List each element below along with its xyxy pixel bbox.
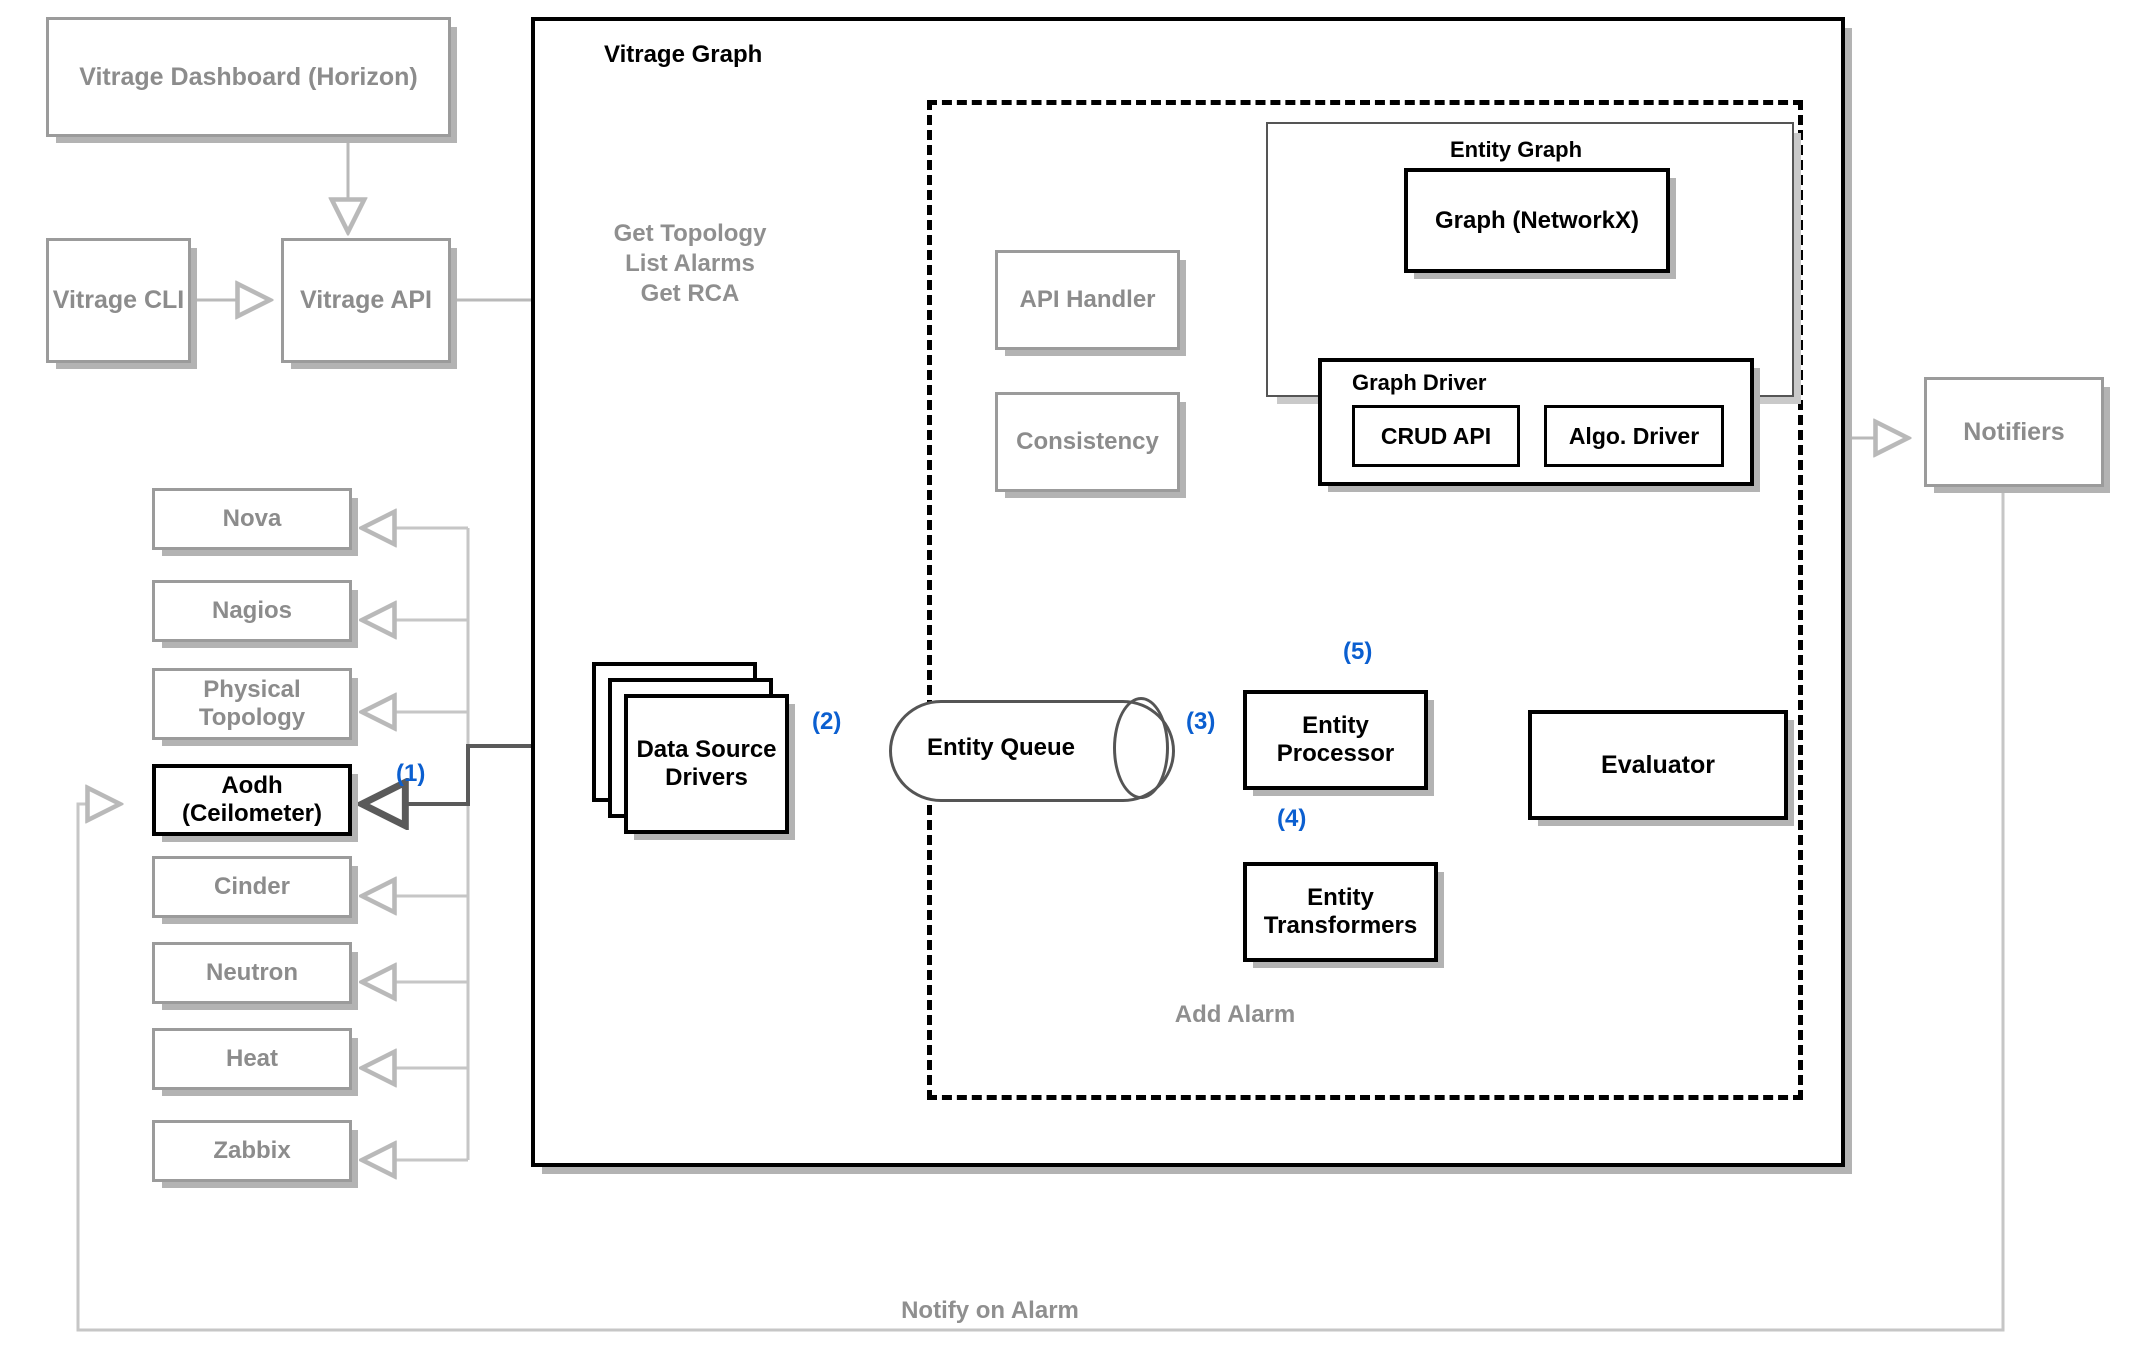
- queue-cap: [1113, 697, 1169, 799]
- step-3-label: (3): [1186, 708, 1216, 735]
- data-source-nova-box[interactable]: Nova: [152, 488, 352, 550]
- evaluator-box[interactable]: Evaluator: [1528, 710, 1788, 820]
- data-source-drivers-box[interactable]: Data Source Drivers: [624, 694, 789, 834]
- data-source-label: Neutron: [206, 959, 298, 987]
- notify-on-alarm-label: Notify on Alarm: [901, 1297, 1079, 1324]
- graph-networkx-label: Graph (NetworkX): [1434, 206, 1640, 234]
- vitrage-dashboard-label: Vitrage Dashboard (Horizon): [79, 62, 418, 91]
- graph-networkx-box[interactable]: Graph (NetworkX): [1404, 168, 1670, 273]
- data-source-zabbix-box[interactable]: Zabbix: [152, 1120, 352, 1182]
- data-source-label: Cinder: [213, 873, 290, 901]
- api-handler-box[interactable]: API Handler: [995, 250, 1180, 350]
- vitrage-api-label: Vitrage API: [300, 286, 432, 315]
- crud-api-label: CRUD API: [1380, 422, 1492, 449]
- algo-driver-label: Algo. Driver: [1568, 422, 1700, 449]
- add-alarm-label: Add Alarm: [1174, 1001, 1296, 1028]
- api-handler-label: API Handler: [1019, 286, 1156, 314]
- data-source-label: Physical Topology: [198, 676, 306, 731]
- data-source-cinder-box[interactable]: Cinder: [152, 856, 352, 918]
- consistency-label: Consistency: [1016, 428, 1159, 456]
- step-2-label: (2): [812, 708, 842, 735]
- data-source-drivers-stack[interactable]: Data Source Drivers: [592, 662, 792, 834]
- data-source-aodh-box[interactable]: Aodh (Ceilometer): [152, 764, 352, 836]
- data-source-label: Heat: [225, 1045, 279, 1073]
- vitrage-cli-label: Vitrage CLI: [52, 286, 185, 315]
- data-source-label: Nova: [222, 505, 282, 533]
- entity-processor-box[interactable]: Entity Processor: [1243, 690, 1428, 790]
- entity-processor-label: Entity Processor: [1276, 712, 1395, 767]
- api-request-label: Get Topology List Alarms Get RCA: [613, 220, 767, 307]
- evaluator-label: Evaluator: [1601, 750, 1715, 779]
- data-source-nagios-box[interactable]: Nagios: [152, 580, 352, 642]
- notifiers-box[interactable]: Notifiers: [1924, 377, 2104, 487]
- graph-processing-dashed-region: [927, 100, 1803, 1100]
- notifiers-label: Notifiers: [1963, 417, 2065, 446]
- graph-driver-title: Graph Driver: [1352, 370, 1487, 395]
- step-5-label: (5): [1343, 638, 1373, 665]
- consistency-box[interactable]: Consistency: [995, 392, 1180, 492]
- vitrage-api-box[interactable]: Vitrage API: [281, 238, 451, 363]
- step-1-label: (1): [396, 760, 426, 787]
- entity-transformers-box[interactable]: Entity Transformers: [1243, 862, 1438, 962]
- vitrage-cli-box[interactable]: Vitrage CLI: [46, 238, 191, 363]
- data-source-neutron-box[interactable]: Neutron: [152, 942, 352, 1004]
- entity-queue-label: Entity Queue: [926, 734, 1076, 761]
- algo-driver-box[interactable]: Algo. Driver: [1544, 405, 1724, 467]
- data-source-label: Nagios: [211, 597, 292, 625]
- data-source-label: Aodh (Ceilometer): [181, 772, 323, 827]
- crud-api-box[interactable]: CRUD API: [1352, 405, 1520, 467]
- data-source-drivers-label: Data Source Drivers: [636, 736, 777, 791]
- data-source-physical-box[interactable]: Physical Topology: [152, 668, 352, 740]
- data-source-label: Zabbix: [213, 1137, 291, 1165]
- data-source-heat-box[interactable]: Heat: [152, 1028, 352, 1090]
- entity-transformers-label: Entity Transformers: [1263, 884, 1418, 939]
- vitrage-dashboard-box[interactable]: Vitrage Dashboard (Horizon): [46, 17, 451, 137]
- vitrage-graph-title: Vitrage Graph: [604, 41, 763, 68]
- entity-queue-cylinder[interactable]: Entity Queue: [889, 697, 1175, 802]
- step-4-label: (4): [1277, 805, 1307, 832]
- entity-graph-title: Entity Graph: [1450, 137, 1583, 162]
